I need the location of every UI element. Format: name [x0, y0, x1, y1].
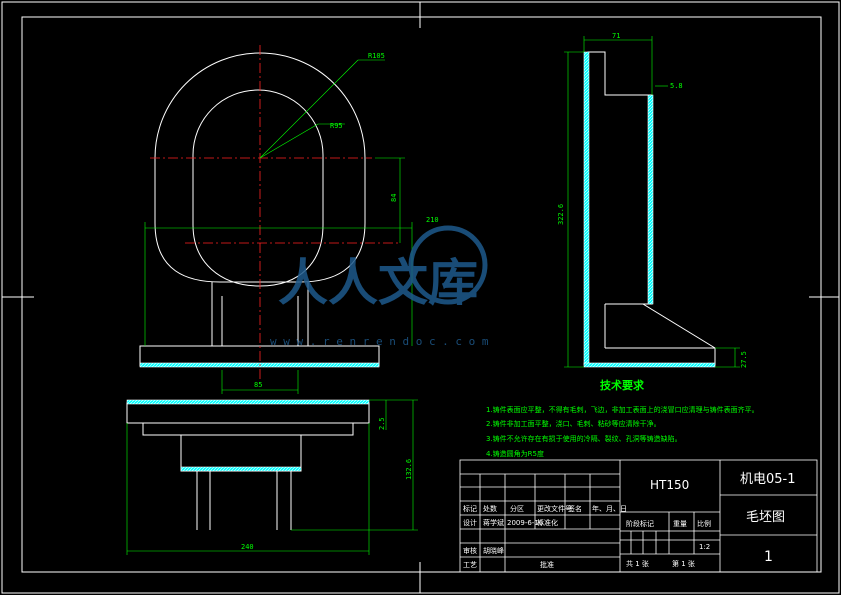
- page-sheet: 第 1 张: [672, 559, 695, 568]
- scale-value: 1:2: [699, 543, 710, 551]
- col-count: 处数: [483, 504, 497, 513]
- material-cell: HT150: [650, 478, 689, 492]
- dim-5-8: 5.8: [670, 82, 683, 90]
- top-view: [126, 402, 370, 530]
- top-dimensions: [126, 399, 418, 555]
- side-dimensions: [564, 36, 740, 368]
- watermark: 人人文库 w w w . r e n r e n d o c . c o m: [270, 225, 489, 348]
- front-machining-allowance: [139, 362, 380, 368]
- tech-note-1: 1.铸件表面应平整，不得有毛刺，飞边，非加工表面上的浇冒口应清理与铸件表面齐平。: [486, 405, 759, 414]
- designer-name: 蒋学斌: [483, 518, 504, 527]
- ratio-label: 比例: [697, 519, 711, 528]
- sheet-number: 1: [764, 549, 773, 565]
- top-inner-allowance: [180, 466, 302, 472]
- dim-27-5: 27.5: [740, 351, 748, 368]
- review-label: 审核: [463, 546, 477, 555]
- dim-84: 84: [390, 194, 398, 202]
- drawing-number: 机电05-1: [740, 472, 796, 487]
- side-allowance-right: [647, 94, 654, 305]
- col-signature: 签名: [568, 504, 582, 513]
- design-label: 设计: [463, 518, 477, 527]
- dim-132-6: 132.6: [405, 459, 413, 480]
- side-allowance-bottom: [583, 362, 716, 368]
- front-dimensions: [144, 59, 413, 394]
- title-block: [459, 459, 818, 573]
- approve-label: 批准: [540, 560, 554, 569]
- drawing-name: 毛坯图: [746, 510, 785, 525]
- front-centerlines: [150, 45, 400, 380]
- weight-label: 重量: [673, 520, 687, 528]
- front-view: [139, 52, 380, 367]
- col-date: 年、月、日: [592, 504, 627, 513]
- dim-85: 85: [254, 381, 262, 389]
- reviewer-name: 胡晓峰: [483, 546, 504, 555]
- dim-r95: R95: [330, 122, 343, 130]
- dim-322-6: 322.6: [557, 204, 565, 225]
- tech-title: 技术要求: [600, 378, 645, 392]
- inner-frame: [21, 16, 822, 573]
- dim-240: 240: [241, 543, 254, 551]
- dim-2-5: 2.5: [378, 417, 386, 430]
- watermark-url: w w w . r e n r e n d o c . c o m: [270, 335, 489, 348]
- process-label: 工艺: [463, 561, 477, 569]
- total-sheets: 共 1 张: [626, 559, 649, 568]
- col-change-doc: 更改文件号: [537, 504, 572, 513]
- watermark-text: 人人文库: [278, 254, 478, 312]
- design-date: 2009-6-16: [507, 519, 544, 527]
- tech-note-2: 2.铸件非加工面平整，浇口、毛刺、粘砂等应清除干净。: [486, 419, 661, 428]
- standard-label: 标准化: [537, 518, 558, 527]
- col-mark: 标记: [463, 504, 477, 513]
- tech-note-4: 4.铸造圆角为R5度: [486, 449, 544, 458]
- dim-r105: R105: [368, 52, 385, 60]
- col-zone: 分区: [510, 504, 524, 513]
- stage-label: 阶段标记: [626, 519, 654, 528]
- dim-71: 71: [612, 32, 620, 40]
- top-allowance: [126, 399, 370, 405]
- tech-note-3: 3.铸件不允许存在有损于使用的冷隔、裂纹、孔洞等铸造缺陷。: [486, 434, 682, 443]
- side-allowance-left: [583, 51, 590, 366]
- dim-210: 210: [426, 216, 439, 224]
